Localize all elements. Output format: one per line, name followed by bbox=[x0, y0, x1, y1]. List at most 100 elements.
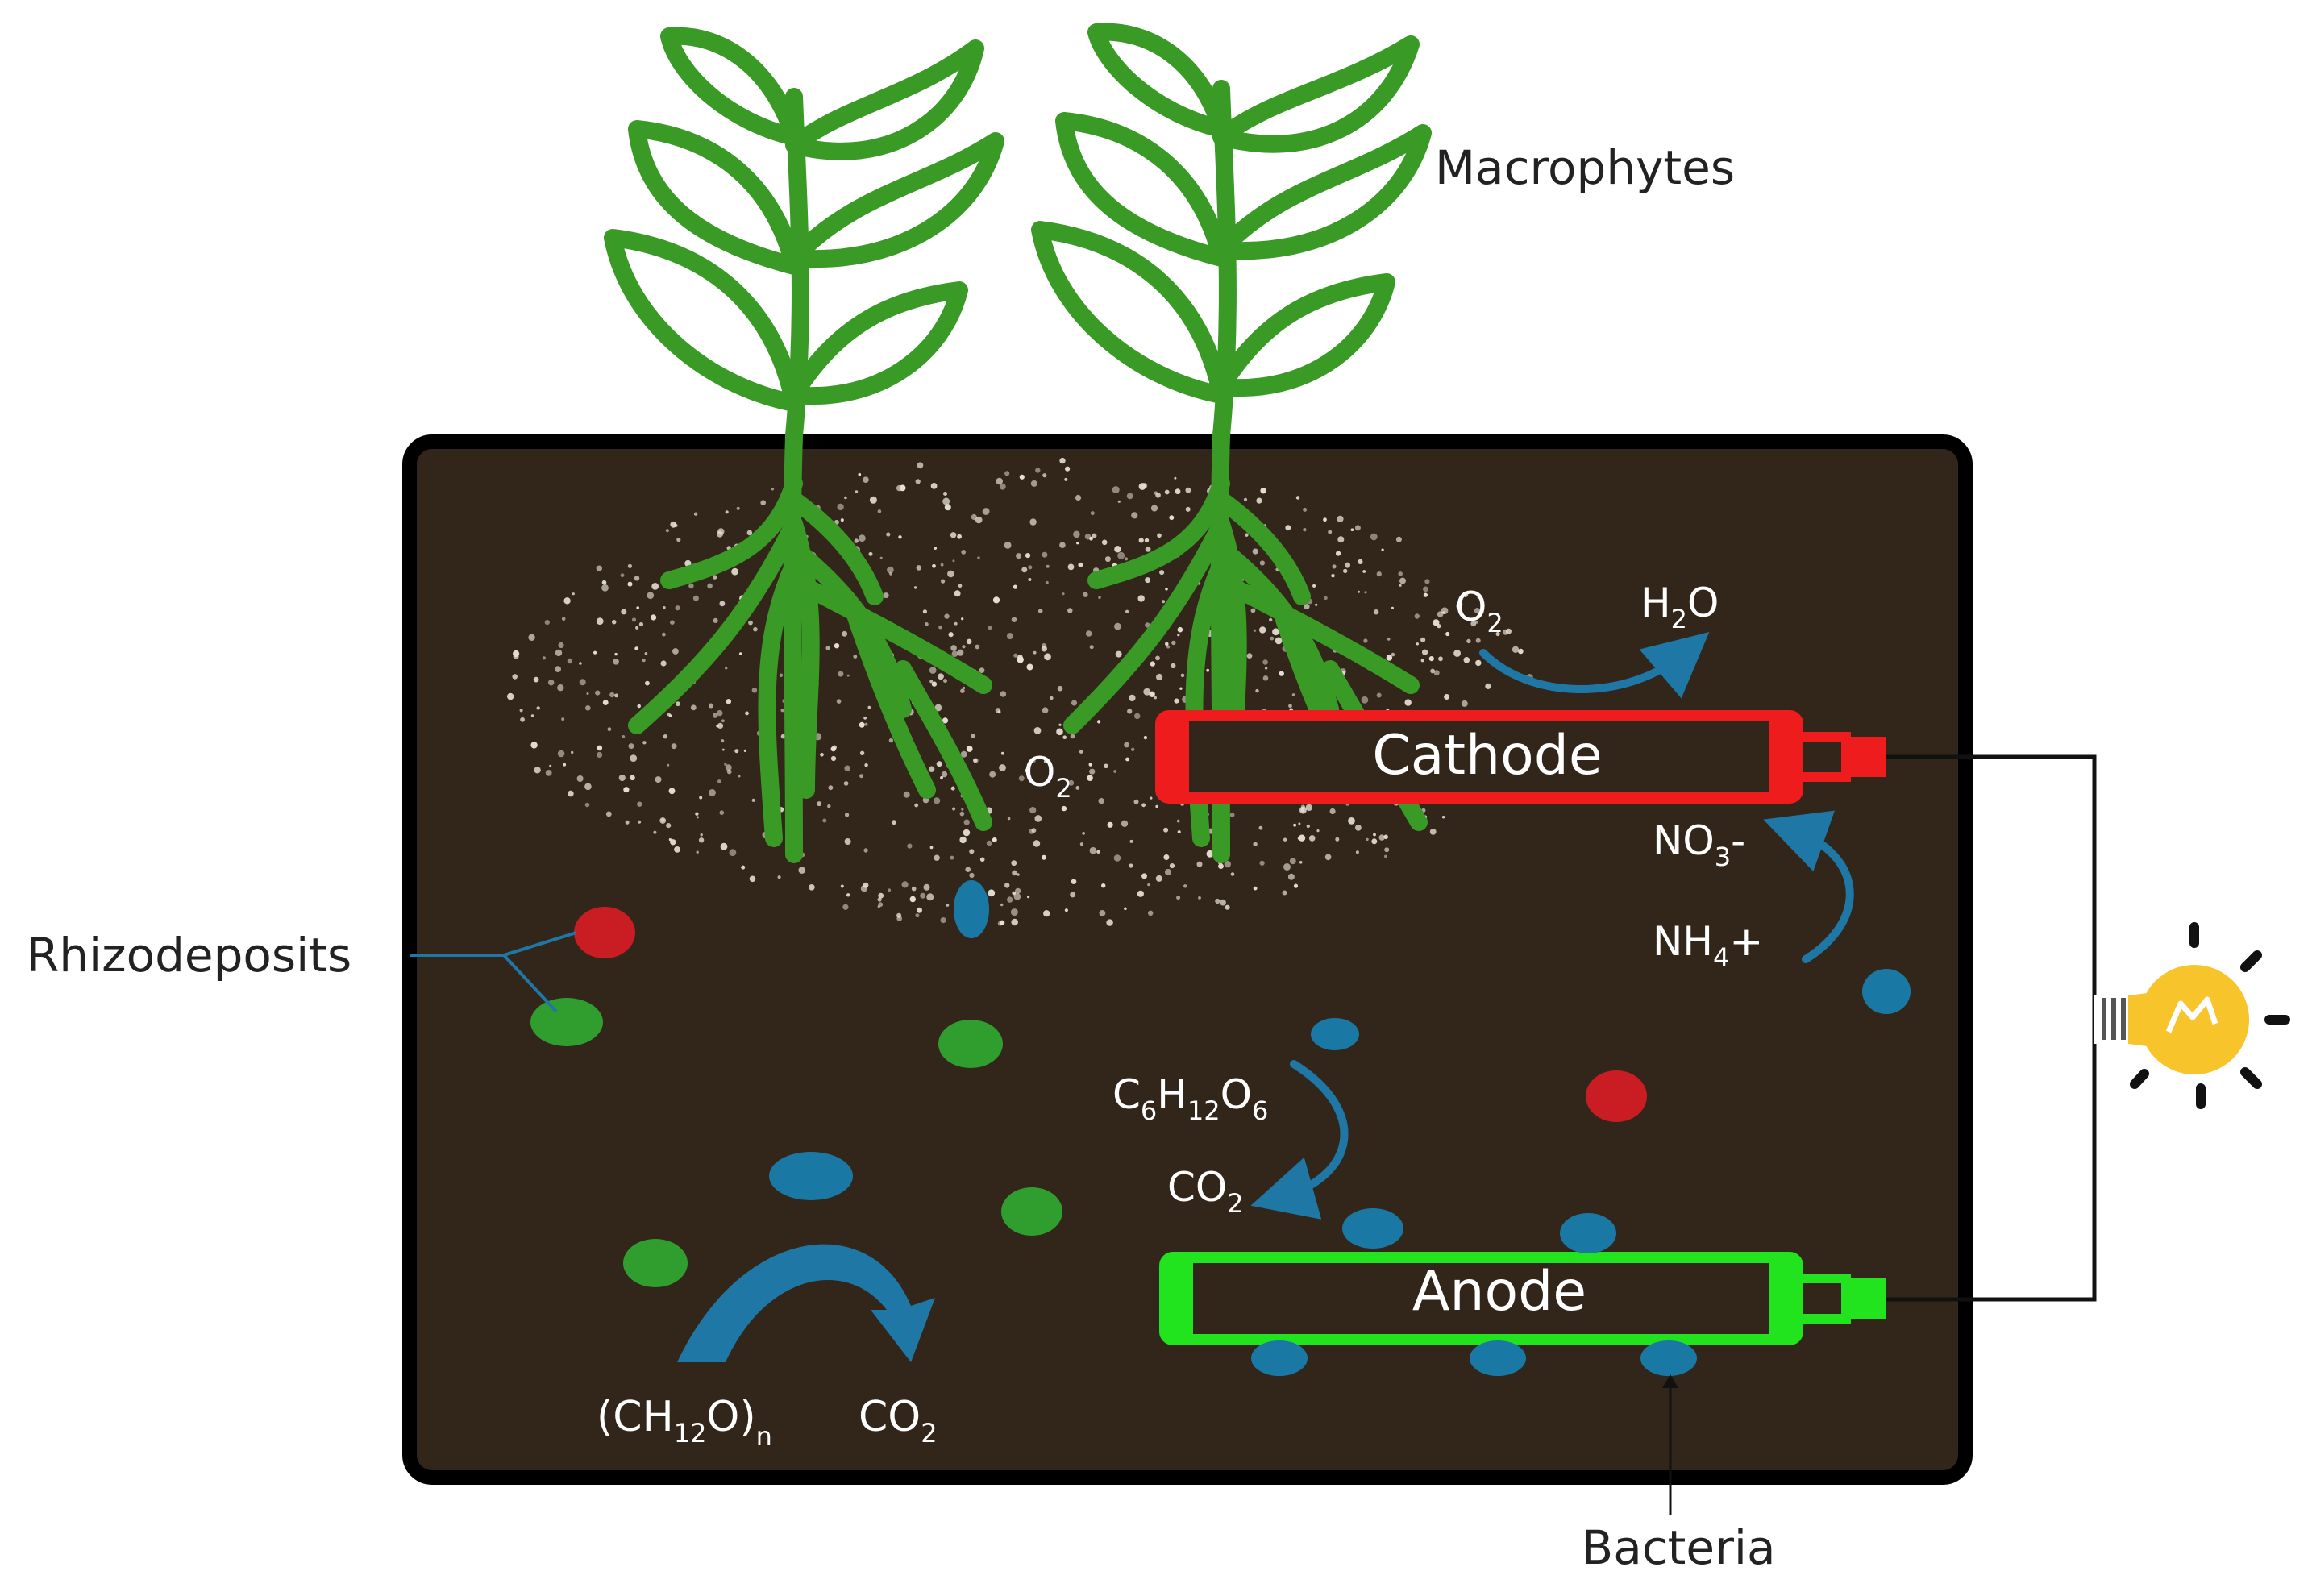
oxygen-speck bbox=[1124, 907, 1127, 911]
oxygen-speck bbox=[1104, 556, 1111, 563]
oxygen-speck bbox=[1141, 483, 1148, 488]
oxygen-speck bbox=[1218, 863, 1224, 869]
oxygen-speck bbox=[614, 693, 618, 698]
oxygen-speck bbox=[1143, 735, 1148, 740]
oxygen-speck bbox=[725, 510, 729, 514]
oxygen-speck bbox=[1133, 799, 1139, 804]
oxygen-speck bbox=[930, 483, 938, 489]
oxygen-speck bbox=[1079, 750, 1083, 754]
oxygen-speck bbox=[642, 659, 646, 663]
oxygen-speck bbox=[1058, 723, 1062, 726]
oxygen-speck bbox=[830, 755, 837, 762]
oxygen-speck bbox=[1259, 626, 1266, 634]
oxygen-speck bbox=[1042, 707, 1049, 713]
oxygen-speck bbox=[1046, 564, 1050, 568]
oxygen-speck bbox=[1028, 565, 1033, 570]
oxygen-speck bbox=[1088, 763, 1093, 767]
oxygen-speck bbox=[979, 667, 985, 673]
oxygen-speck bbox=[1015, 887, 1021, 894]
bacteria-label: Bacteria bbox=[1581, 1520, 1775, 1575]
oxygen-speck bbox=[1007, 817, 1011, 821]
oxygen-speck bbox=[1331, 574, 1335, 578]
oxygen-speck bbox=[1275, 637, 1283, 645]
oxygen-speck bbox=[1470, 621, 1477, 627]
oxygen-speck bbox=[845, 813, 850, 817]
oxygen-speck bbox=[934, 854, 940, 861]
oxygen-speck bbox=[738, 652, 742, 655]
oxygen-speck bbox=[1143, 688, 1151, 696]
oxygen-speck bbox=[1059, 457, 1066, 464]
oxygen-speck bbox=[1224, 860, 1232, 868]
oxygen-speck bbox=[1177, 830, 1181, 834]
oxygen-speck bbox=[1428, 656, 1434, 662]
oxygen-speck bbox=[941, 771, 948, 778]
h2o-formula: H2O bbox=[1640, 580, 1719, 634]
oxygen-speck bbox=[1424, 579, 1430, 584]
oxygen-speck bbox=[1175, 488, 1181, 495]
oxygen-speck bbox=[1230, 872, 1235, 876]
oxygen-speck bbox=[1150, 661, 1156, 667]
oxygen-speck bbox=[1298, 834, 1306, 842]
oxygen-speck bbox=[944, 504, 951, 511]
oxygen-speck bbox=[843, 781, 849, 786]
oxygen-speck bbox=[844, 765, 850, 771]
oxygen-speck bbox=[645, 680, 650, 686]
oxygen-speck bbox=[1056, 728, 1063, 736]
oxygen-speck bbox=[659, 817, 667, 824]
oxygen-speck bbox=[1262, 659, 1268, 665]
anode-electrode: Anode bbox=[1159, 1252, 1886, 1345]
oxygen-speck bbox=[1145, 577, 1151, 584]
oxygen-speck bbox=[1076, 542, 1079, 545]
oxygen-speck bbox=[999, 920, 1005, 926]
oxygen-speck bbox=[960, 688, 965, 693]
oxygen-speck bbox=[975, 516, 983, 524]
oxygen-speck bbox=[952, 807, 956, 811]
oxygen-speck bbox=[1422, 649, 1428, 655]
oxygen-speck bbox=[1269, 617, 1273, 622]
oxygen-speck bbox=[676, 537, 681, 542]
oxygen-speck bbox=[1073, 530, 1080, 538]
oxygen-speck bbox=[720, 842, 728, 850]
oxygen-speck bbox=[622, 735, 626, 738]
oxygen-speck bbox=[542, 656, 547, 660]
blue-particle bbox=[1560, 1213, 1616, 1253]
oxygen-speck bbox=[1291, 693, 1295, 696]
oxygen-speck bbox=[1336, 551, 1341, 556]
oxygen-speck bbox=[1057, 685, 1063, 692]
oxygen-speck bbox=[1298, 822, 1301, 825]
o2-cathode-formula: O2 bbox=[1455, 584, 1503, 638]
oxygen-speck bbox=[1033, 727, 1042, 734]
oxygen-speck bbox=[1183, 884, 1187, 888]
oxygen-speck bbox=[1337, 536, 1345, 543]
oxygen-speck bbox=[854, 538, 859, 543]
oxygen-speck bbox=[1034, 815, 1042, 822]
oxygen-speck bbox=[1466, 638, 1471, 644]
oxygen-speck bbox=[798, 867, 806, 874]
oxygen-speck bbox=[1458, 602, 1463, 607]
oxygen-speck bbox=[601, 584, 609, 592]
oxygen-speck bbox=[853, 655, 858, 659]
oxygen-speck bbox=[999, 764, 1006, 771]
red-particle bbox=[574, 907, 635, 958]
oxygen-speck bbox=[534, 767, 541, 774]
blue-particle bbox=[1640, 1340, 1697, 1376]
oxygen-speck bbox=[920, 892, 926, 899]
oxygen-speck bbox=[915, 479, 921, 484]
oxygen-speck bbox=[836, 699, 842, 704]
oxygen-speck bbox=[586, 692, 589, 695]
oxygen-speck bbox=[666, 823, 672, 829]
oxygen-speck bbox=[844, 838, 851, 845]
oxygen-speck bbox=[670, 620, 675, 625]
oxygen-speck bbox=[690, 704, 697, 711]
oxygen-speck bbox=[1381, 548, 1384, 551]
oxygen-speck bbox=[868, 551, 873, 556]
oxygen-speck bbox=[940, 776, 943, 779]
oxygen-speck bbox=[1332, 564, 1337, 569]
oxygen-speck bbox=[635, 626, 639, 630]
oxygen-speck bbox=[1171, 640, 1176, 646]
oxygen-speck bbox=[1144, 538, 1150, 543]
oxygen-speck bbox=[1098, 596, 1101, 599]
oxygen-speck bbox=[1176, 819, 1180, 823]
oxygen-speck bbox=[1304, 603, 1310, 610]
oxygen-speck bbox=[602, 700, 609, 705]
